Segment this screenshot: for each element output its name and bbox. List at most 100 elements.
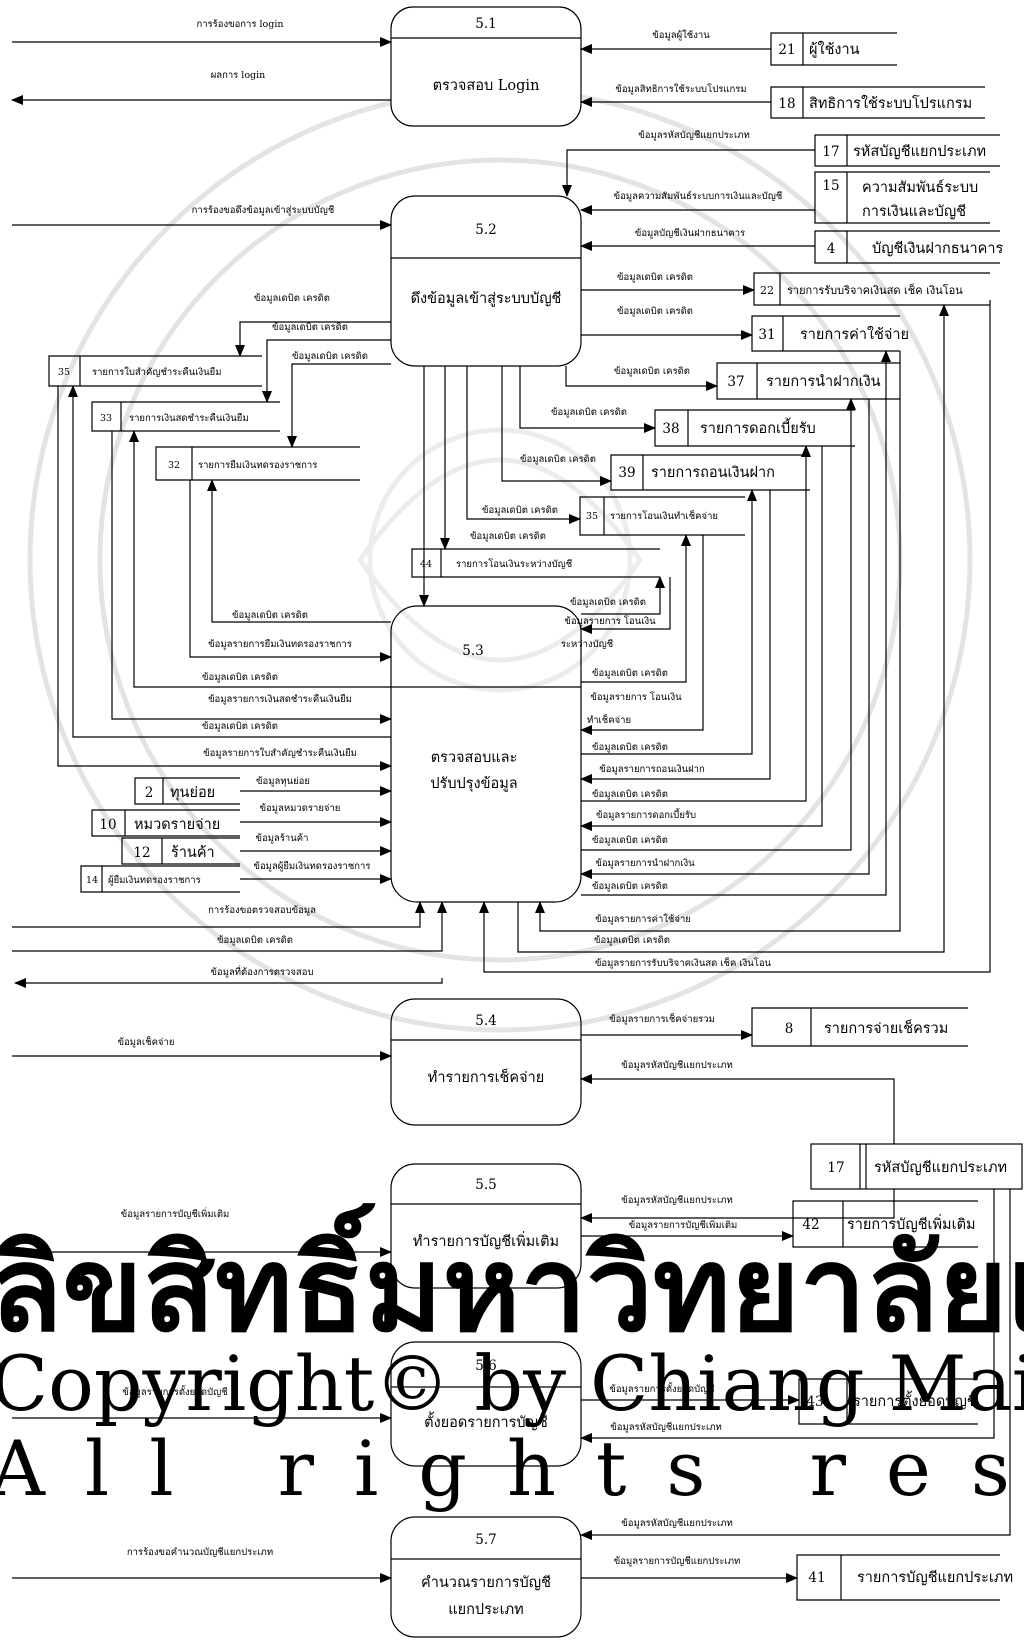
svg-text:ร้านค้า: ร้านค้า bbox=[171, 844, 215, 861]
svg-text:18: 18 bbox=[778, 96, 795, 112]
flow-advance-32-to-5-3: ข้อมูลรายการยืมเงินทดรองราชการ bbox=[189, 480, 392, 662]
process-name-line1: ตรวจสอบและ bbox=[431, 750, 518, 766]
flow-dc-5-3-to-44: ข้อมูลเดบิต เครดิต bbox=[570, 576, 665, 615]
svg-text:21: 21 bbox=[778, 42, 795, 58]
svg-text:31: 31 bbox=[758, 327, 775, 343]
svg-text:ข้อมูลรหัสบัญชีแยกประเภท: ข้อมูลรหัสบัญชีแยกประเภท bbox=[610, 1421, 721, 1433]
store-44[interactable]: 44 รายการโอนเงินระหว่างบัญชี bbox=[411, 548, 660, 578]
store-42[interactable]: 42 รายการบัญชีเพิ่มเติม bbox=[792, 1200, 978, 1248]
store-12[interactable]: 12 ร้านค้า bbox=[121, 837, 240, 865]
svg-text:33: 33 bbox=[100, 413, 112, 424]
store-22[interactable]: 22 รายการรับบริจาคเงินสด เช็ค เงินโอน bbox=[753, 272, 990, 306]
svg-text:ข้อมูลบัญชีเงินฝากธนาคาร: ข้อมูลบัญชีเงินฝากธนาคาร bbox=[635, 227, 745, 239]
svg-text:ข้อมูลรายการค่าใช้จ่าย: ข้อมูลรายการค่าใช้จ่าย bbox=[595, 913, 691, 925]
flow-fund: ข้อมูลทุนย่อย bbox=[240, 776, 392, 796]
process-name: ตั้งยอดรายการบัญชี bbox=[424, 1411, 548, 1431]
svg-text:รายการถอนเงินฝาก: รายการถอนเงินฝาก bbox=[651, 465, 775, 481]
svg-text:ข้อมูลเดบิต เครดิต: ข้อมูลเดบิต เครดิต bbox=[614, 366, 690, 377]
process-5-3[interactable]: 5.3 ตรวจสอบและ ปรับปรุงข้อมูล bbox=[390, 605, 582, 903]
flow-login-request: การร้องขอการ login bbox=[12, 19, 392, 47]
store-32[interactable]: 32 รายการยืมเงินทดรองราชการ bbox=[155, 446, 360, 481]
flow-dc-to-37: ข้อมูลเดบิต เครดิต bbox=[565, 366, 718, 391]
process-name: ทำรายการเช็คจ่าย bbox=[428, 1067, 544, 1086]
process-5-5[interactable]: 5.5 ทำรายการบัญชีเพิ่มเติม bbox=[390, 1163, 582, 1289]
flow-deposit: ข้อมูลรายการนำฝากเงิน bbox=[580, 399, 870, 879]
svg-text:การร้องขอดึงข้อมูลเข้าสู่ระบบบ: การร้องขอดึงข้อมูลเข้าสู่ระบบบัญชี bbox=[192, 204, 335, 216]
svg-text:ข้อมูลเดบิต เครดิต: ข้อมูลเดบิต เครดิต bbox=[551, 407, 627, 418]
svg-text:ข้อมูลรหัสบัญชีแยกประเภท: ข้อมูลรหัสบัญชีแยกประเภท bbox=[621, 1517, 732, 1529]
svg-text:ข้อมูลเช็คจ่าย: ข้อมูลเช็คจ่าย bbox=[118, 1035, 175, 1048]
flow-dc-5-3-to-38: ข้อมูลเดบิต เครดิต bbox=[581, 445, 811, 802]
store-17-top[interactable]: 17 รหัสบัญชีแยกประเภท bbox=[814, 134, 1000, 167]
flow-xfer-cheque: ข้อมูลรายการ โอนเงิน ทำเช็คจ่าย bbox=[580, 535, 704, 735]
store-21[interactable]: 21 ผู้ใช้งาน bbox=[770, 32, 897, 66]
flow-dc-5-3-to-33: ข้อมูลเดบิต เครดิต bbox=[129, 430, 391, 688]
process-id: 5.3 bbox=[462, 643, 483, 659]
watermark-rights: All rights reserved bbox=[0, 1424, 1024, 1513]
store-15[interactable]: 15 ความสัมพันธ์ระบบ การเงินและบัญชี bbox=[814, 171, 990, 224]
svg-text:ข้อมูลสิทธิการใช้ระบบโปรแกรม: ข้อมูลสิทธิการใช้ระบบโปรแกรม bbox=[615, 83, 746, 95]
store-2[interactable]: 2 ทุนย่อย bbox=[134, 777, 240, 805]
svg-text:ทำเช็คจ่าย: ทำเช็คจ่าย bbox=[587, 713, 631, 726]
svg-text:การร้องขอการ login: การร้องขอการ login bbox=[196, 19, 283, 30]
flow-dc-5-3-to-32: ข้อมูลเดบิต เครดิต bbox=[207, 479, 391, 623]
flow-acct-code-to-5-5: ข้อมูลรหัสบัญชีแยกประเภท bbox=[580, 1189, 895, 1223]
process-id: 5.6 bbox=[475, 1358, 496, 1374]
process-5-4[interactable]: 5.4 ทำรายการเช็คจ่าย bbox=[390, 998, 582, 1126]
process-id: 5.1 bbox=[475, 16, 496, 32]
flow-dc-to-35-cheque: ข้อมูลเดบิต เครดิต bbox=[466, 366, 581, 524]
svg-text:ข้อมูลรายการรับบริจาคเงินสด เช: ข้อมูลรายการรับบริจาคเงินสด เช็ค เงินโอน bbox=[595, 956, 772, 969]
watermark-thai: ลิขสิทธิ์มหาวิทยาลัยเชียงใหม่ bbox=[0, 1203, 1024, 1358]
store-33[interactable]: 33 รายการเงินสดชำระคืนเงินยืม bbox=[91, 401, 280, 432]
flow-dc-to-39: ข้อมูลเดบิต เครดิต bbox=[501, 366, 612, 486]
svg-text:38: 38 bbox=[662, 421, 679, 437]
process-id: 5.4 bbox=[475, 1013, 496, 1029]
store-10[interactable]: 10 หมวดรายจ่าย bbox=[91, 809, 240, 837]
flow-set-balance-out: ข้อมูลรายการตั้งยอดบัญชี bbox=[581, 1382, 800, 1405]
flow-calc-request: การร้องขอคำนวณบัญชีแยกประเภท bbox=[12, 1546, 392, 1583]
process-name: ตรวจสอบ Login bbox=[433, 78, 540, 94]
store-4[interactable]: 4 บัญชีเงินฝากธนาคาร bbox=[814, 230, 1004, 264]
process-id: 5.5 bbox=[475, 1177, 496, 1193]
svg-text:รหัสบัญชีแยกประเภท: รหัสบัญชีแยกประเภท bbox=[874, 1159, 1007, 1176]
store-41[interactable]: 41 รายการบัญชีแยกประเภท bbox=[796, 1554, 1013, 1601]
store-14[interactable]: 14 ผู้ยืมเงินทดรองราชการ bbox=[80, 865, 240, 893]
process-5-1[interactable]: 5.1 ตรวจสอบ Login bbox=[390, 6, 582, 127]
svg-text:รายการรับบริจาคเงินสด เช็ค เงิ: รายการรับบริจาคเงินสด เช็ค เงินโอน bbox=[787, 283, 963, 297]
store-37[interactable]: 37 รายการนำฝากเงิน bbox=[716, 362, 900, 400]
svg-text:ข้อมูลรายการตั้งยอดบัญชี: ข้อมูลรายการตั้งยอดบัญชี bbox=[122, 1385, 228, 1398]
svg-text:ข้อมูลเดบิต เครดิต: ข้อมูลเดบิต เครดิต bbox=[592, 881, 668, 892]
flow-cash-repay-33-to-5-3: ข้อมูลรายการเงินสดชำระคืนเงินยืม bbox=[111, 431, 392, 724]
process-5-6[interactable]: 5.6 ตั้งยอดรายการบัญชี bbox=[390, 1341, 582, 1467]
svg-text:ข้อมูลรายการนำฝากเงิน: ข้อมูลรายการนำฝากเงิน bbox=[595, 858, 695, 869]
store-8[interactable]: 8 รายการจ่ายเช็ครวม bbox=[751, 1007, 968, 1047]
svg-text:ข้อมูลรหัสบัญชีแยกประเภท: ข้อมูลรหัสบัญชีแยกประเภท bbox=[621, 1059, 732, 1071]
store-35-voucher[interactable]: 35 รายการใบสำคัญชำระคืนเงินยืม bbox=[48, 355, 262, 387]
svg-text:ข้อมูลรายการบัญชีแยกประเภท: ข้อมูลรายการบัญชีแยกประเภท bbox=[614, 1555, 741, 1567]
svg-text:ข้อมูลเดบิต เครดิต: ข้อมูลเดบิต เครดิต bbox=[592, 835, 668, 846]
flow-acct-code-to-5-6: ข้อมูลรหัสบัญชีแยกประเภท bbox=[580, 1189, 995, 1443]
flow-dc-to-32: ข้อมูลเดบิต เครดิต bbox=[287, 351, 391, 448]
svg-text:ผู้ยืมเงินทดรองราชการ: ผู้ยืมเงินทดรองราชการ bbox=[108, 875, 201, 886]
flow-permission-data: ข้อมูลสิทธิการใช้ระบบโปรแกรม bbox=[580, 83, 771, 107]
svg-text:10: 10 bbox=[99, 817, 116, 833]
store-38[interactable]: 38 รายการดอกเบี้ยรับ bbox=[654, 409, 855, 447]
store-18[interactable]: 18 สิทธิการใช้ระบบโปรแกรม bbox=[770, 86, 985, 119]
store-17-bottom[interactable]: 17 รหัสบัญชีแยกประเภท bbox=[810, 1143, 1023, 1190]
process-5-7[interactable]: 5.7 คำนวณรายการบัญชี แยกประเภท bbox=[390, 1516, 582, 1638]
svg-text:17: 17 bbox=[822, 144, 839, 160]
flow-donation-22-to-5-3: ข้อมูลรายการรับบริจาคเงินสด เช็ค เงินโอน bbox=[479, 300, 991, 973]
store-31[interactable]: 31 รายการค่าใช้จ่าย bbox=[751, 315, 909, 352]
svg-text:รหัสบัญชีแยกประเภท: รหัสบัญชีแยกประเภท bbox=[853, 143, 986, 160]
svg-text:ผลการ login: ผลการ login bbox=[211, 70, 266, 81]
flow-add-item-out: ข้อมูลรายการบัญชีเพิ่มเติม bbox=[581, 1218, 794, 1241]
process-5-2[interactable]: 5.2 ดึงข้อมูลเข้าสู่ระบบบัญชี bbox=[390, 195, 582, 367]
flow-dc-to-31: ข้อมูลเดบิต เครดิต bbox=[581, 306, 753, 340]
store-39[interactable]: 39 รายการถอนเงินฝาก bbox=[610, 454, 810, 491]
svg-text:รายการตั้งยอดบัญชี: รายการตั้งยอดบัญชี bbox=[853, 1390, 977, 1410]
svg-text:ข้อมูลที่ต้องการตรวจสอบ: ข้อมูลที่ต้องการตรวจสอบ bbox=[211, 965, 314, 978]
flow-fin-relation: ข้อมูลความสัมพันธ์ระบบการเงินและบัญชี bbox=[580, 190, 815, 215]
process-name-line2: ปรับปรุงข้อมูล bbox=[430, 775, 517, 792]
flow-interest: ข้อมูลรายการดอกเบี้ยรับ bbox=[580, 446, 823, 831]
svg-text:ข้อมูลความสัมพันธ์ระบบการเงินแ: ข้อมูลความสัมพันธ์ระบบการเงินและบัญชี bbox=[614, 190, 783, 202]
